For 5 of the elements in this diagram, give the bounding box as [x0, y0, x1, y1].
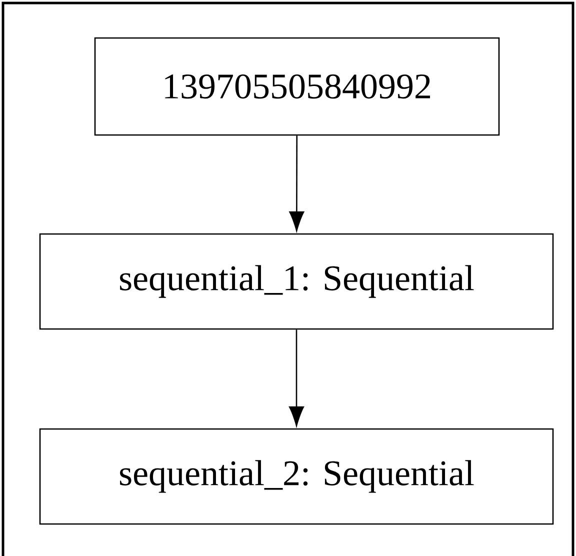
arrow	[289, 136, 304, 232]
layer-box: sequential_2: Sequential	[39, 428, 554, 525]
layer-box: 139705505840992	[94, 37, 500, 136]
layer-box: sequential_1: Sequential	[39, 233, 554, 330]
arrow	[288, 330, 304, 426]
